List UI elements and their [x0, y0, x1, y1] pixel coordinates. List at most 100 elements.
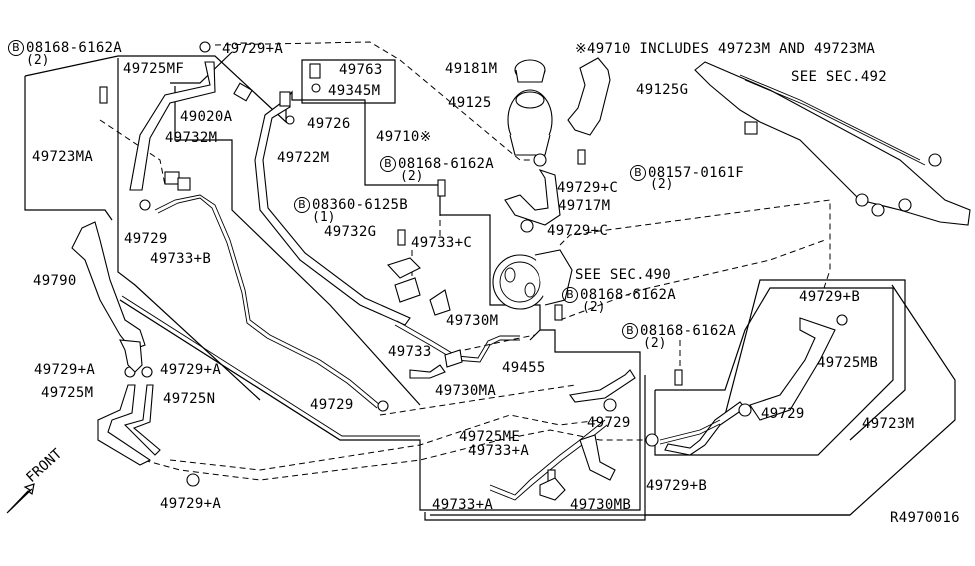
part-label-49181m[interactable]: 49181M — [445, 61, 498, 77]
part-label-49729b[interactable]: 49729+B — [799, 289, 861, 305]
part-label-49729b[interactable]: 49729+B — [646, 478, 708, 494]
bolt-icons — [99, 86, 683, 486]
bolt-qty: (2) — [582, 300, 606, 315]
part-label-49717m[interactable]: 49717M — [558, 198, 611, 214]
hose-49725mb — [749, 317, 836, 421]
part-label-49733a[interactable]: 49733+A — [468, 443, 530, 459]
part-label-49125g[interactable]: 49125G — [636, 82, 689, 98]
part-label-49729[interactable]: 49729 — [761, 406, 805, 422]
box-49732m — [170, 51, 421, 406]
part-label-49729a[interactable]: 49729+A — [222, 41, 284, 57]
clamp-icons — [124, 41, 848, 487]
hose-49725mf — [129, 61, 216, 191]
fitting-49722m — [279, 91, 291, 107]
bolt-qty: (1) — [312, 210, 336, 225]
part-label-49730m[interactable]: 49730M — [446, 313, 499, 329]
part-label-49020a[interactable]: 49020A — [180, 109, 233, 125]
clamp-49733a — [539, 477, 566, 501]
bracket-49732g — [387, 257, 421, 279]
pipe-49730mb — [659, 419, 721, 445]
part-label-49733a[interactable]: 49733+A — [432, 497, 494, 513]
part-label-49725me[interactable]: 49725ME — [459, 429, 521, 445]
clamp-49733c — [394, 277, 421, 303]
steering-gear — [694, 61, 971, 226]
part-label-49790[interactable]: 49790 — [33, 273, 77, 289]
pipe-49733b — [154, 194, 381, 409]
part-label-49726[interactable]: 49726 — [307, 116, 351, 132]
part-label-49729c-upper[interactable]: 49729+C — [557, 180, 619, 196]
part-label-49723m[interactable]: 49723M — [862, 416, 915, 432]
part-label-49732g[interactable]: 49732G — [324, 224, 377, 240]
bolt-qty: (2) — [400, 169, 424, 184]
hose-49722m — [254, 99, 411, 326]
hose-49725m — [97, 384, 152, 466]
note-49710-includes: ※49710 INCLUDES 49723M AND 49723MA — [575, 41, 876, 57]
cap-body-49181m — [515, 69, 546, 83]
part-label-49733c[interactable]: 49733+C — [411, 235, 473, 251]
part-label-49725m[interactable]: 49725M — [41, 385, 94, 401]
bolt-b-icon: B — [380, 156, 396, 172]
box-left-outer — [24, 76, 113, 221]
bolt-b-icon: B — [294, 197, 310, 213]
part-label-49710[interactable]: 49710※ — [376, 129, 432, 145]
front-arrow-icon — [7, 483, 35, 513]
hose-49725n — [123, 384, 161, 456]
part-label-49722m[interactable]: 49722M — [277, 150, 330, 166]
part-label-49729a[interactable]: 49729+A — [34, 362, 96, 378]
section-ref-490[interactable]: SEE SEC.490 — [575, 267, 672, 283]
bolt-b-icon: B — [8, 40, 24, 56]
bolt-b-icon: B — [562, 287, 578, 303]
hose-49725me — [569, 369, 636, 403]
part-label-49455[interactable]: 49455 — [502, 360, 546, 376]
part-label-49725mb[interactable]: 49725MB — [817, 355, 879, 371]
part-label-49730mb[interactable]: 49730MB — [570, 497, 632, 513]
part-label-49733[interactable]: 49733 — [388, 344, 432, 360]
box-49763 — [301, 59, 396, 104]
part-label-49763[interactable]: 49763 — [339, 62, 383, 78]
section-ref-492[interactable]: SEE SEC.492 — [791, 69, 888, 85]
fitting-49763 — [309, 63, 321, 79]
box-49723m-inner — [654, 287, 894, 456]
bracket-49730ma — [409, 364, 446, 379]
part-label-49729[interactable]: 49729 — [310, 397, 354, 413]
pipe-long-diagonal — [119, 295, 420, 441]
part-label-49732m[interactable]: 49732M — [165, 130, 218, 146]
box-49723m-outer — [424, 284, 956, 521]
part-label-49125[interactable]: 49125 — [448, 95, 492, 111]
bolt-b-icon: B — [630, 165, 646, 181]
part-label-49730ma[interactable]: 49730MA — [435, 383, 497, 399]
fitting-49020a — [233, 82, 253, 102]
oil-cooler-49790 — [71, 221, 146, 351]
part-label-49345m[interactable]: 49345M — [328, 83, 381, 99]
hose-49717m — [504, 168, 561, 226]
clamp-49730mb — [579, 434, 616, 481]
part-label-49729[interactable]: 49729 — [587, 415, 631, 431]
bracket-49125g — [567, 57, 611, 136]
bolt-qty: (2) — [650, 177, 674, 192]
part-label-49729a[interactable]: 49729+A — [160, 362, 222, 378]
bolt-qty: (2) — [643, 336, 667, 351]
part-label-49723ma[interactable]: 49723MA — [32, 149, 94, 165]
box-49723m-rim — [724, 279, 906, 441]
part-label-49729[interactable]: 49729 — [124, 231, 168, 247]
bracket-49730m — [429, 289, 451, 316]
clamp-49733 — [444, 349, 463, 368]
pipe-49730ma — [394, 320, 520, 363]
part-label-49725n[interactable]: 49725N — [163, 391, 216, 407]
bolt-qty: (2) — [26, 53, 50, 68]
part-label-49733b[interactable]: 49733+B — [150, 251, 212, 267]
bolt-b-icon: B — [622, 323, 638, 339]
part-label-49725mf[interactable]: 49725MF — [123, 61, 185, 77]
box-49725mf — [117, 58, 261, 401]
part-label-49729a[interactable]: 49729+A — [160, 496, 222, 512]
part-label-49729c-lower[interactable]: 49729+C — [547, 223, 609, 239]
reference-code: R4970016 — [890, 510, 960, 526]
